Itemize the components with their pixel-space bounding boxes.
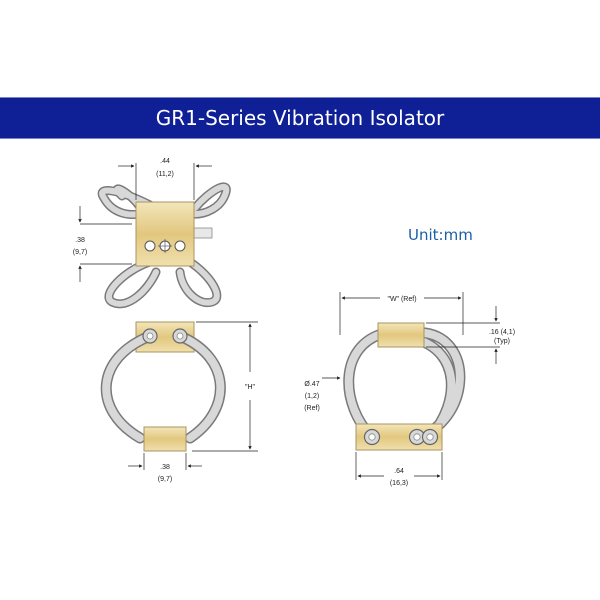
dim-side-bar-thickness-note: (Typ) [494, 338, 510, 345]
dim-top-width-in: .44 [160, 158, 170, 165]
dim-front-bar-mm: (9,7) [158, 476, 172, 483]
top-view: .44 (11,2) .38 (9,7) [73, 158, 231, 309]
dim-top-height-in: .38 [75, 237, 85, 244]
dim-side-width [339, 292, 464, 335]
front-view: "H" .38 (9,7) [100, 321, 258, 483]
dim-side-bar-thickness [426, 306, 500, 364]
dim-side-base-in: .64 [394, 468, 404, 475]
page-title: GR1-Series Vibration Isolator [155, 106, 445, 130]
dim-side-base-mm: (16,3) [390, 480, 408, 487]
dim-side-bar-thickness-value: .16 (4,1) [489, 329, 515, 336]
dim-front-bar [128, 453, 202, 470]
dim-side-cable-dia-value: Ø.47 [304, 381, 319, 388]
top-view-bar [135, 201, 195, 267]
title-banner: GR1-Series Vibration Isolator [0, 97, 600, 139]
dim-top-width [118, 163, 212, 200]
dim-side-base [355, 452, 443, 480]
front-view-cable [100, 330, 226, 444]
front-view-bottom-bar [143, 426, 187, 452]
side-view-cable [343, 327, 466, 443]
dim-front-height-label: "H" [245, 384, 256, 391]
dim-front-height [192, 321, 258, 452]
dim-side-cable-dia-note: (Ref) [304, 405, 320, 412]
side-view-top-bar [377, 322, 425, 348]
dim-top-height [78, 206, 132, 282]
unit-label: Unit:mm [408, 226, 473, 244]
side-view: "W" (Ref) .16 (4,1) (Typ) Ø.47 (1,2) (Re… [304, 292, 515, 487]
dim-side-cable-dia-mm: (1,2) [305, 393, 319, 400]
dim-top-height-mm: (9,7) [73, 249, 87, 256]
dim-front-bar-in: .38 [160, 464, 170, 471]
dim-side-width-label: "W" (Ref) [387, 296, 416, 303]
dim-top-width-mm: (11,2) [156, 171, 174, 178]
